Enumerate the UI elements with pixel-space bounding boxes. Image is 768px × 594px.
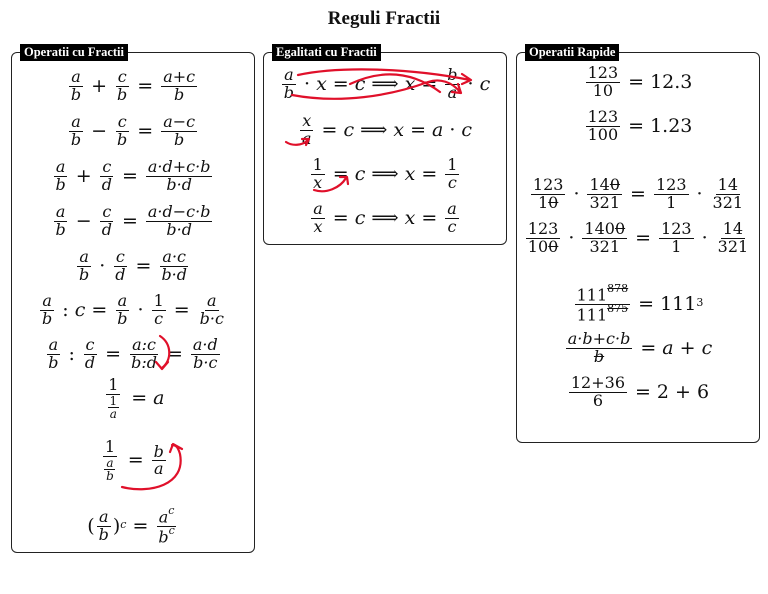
- page-title: Reguli Fractii: [327, 8, 441, 29]
- box-label-egalitati: Egalitati cu Fractii: [272, 44, 381, 61]
- box-label-rapide: Operatii Rapide: [525, 44, 620, 61]
- box-label-operatii: Operatii cu Fractii: [20, 44, 128, 61]
